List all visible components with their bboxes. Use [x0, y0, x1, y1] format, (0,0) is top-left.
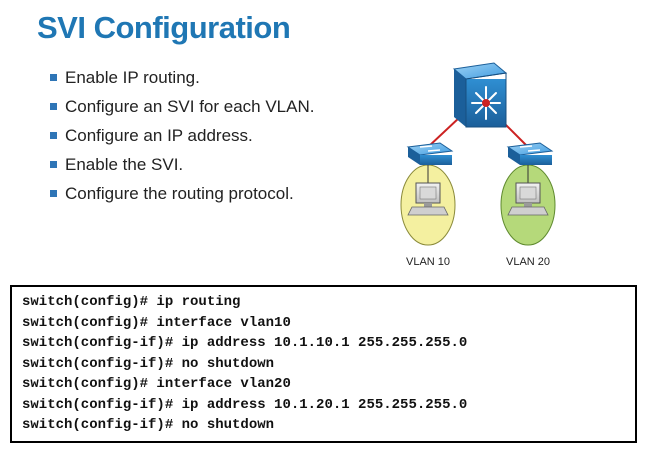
bullet-text: Configure the routing protocol. — [65, 184, 294, 203]
vlan-10-label: VLAN 10 — [406, 256, 450, 268]
bullet-item: Enable IP routing. — [50, 68, 320, 88]
bullet-list: Enable IP routing. Configure an SVI for … — [50, 68, 320, 213]
bullet-item: Configure the routing protocol. — [50, 184, 320, 204]
bullet-text: Configure an IP address. — [65, 126, 253, 145]
square-bullet-icon — [50, 103, 57, 110]
cli-config-box: switch(config)# ip routing switch(config… — [10, 285, 637, 443]
pc-right-icon — [507, 182, 549, 216]
multilayer-switch-icon — [452, 62, 508, 128]
uplink-left-line — [427, 116, 461, 148]
access-switch-left-icon — [406, 142, 454, 165]
bullet-item: Configure an IP address. — [50, 126, 320, 146]
network-diagram: VLAN 10 VLAN 20 — [400, 62, 556, 268]
cli-line: switch(config)# interface vlan10 — [22, 314, 291, 331]
cli-line: switch(config)# ip routing — [22, 294, 241, 310]
bullet-text: Enable the SVI. — [65, 155, 184, 174]
square-bullet-icon — [50, 161, 57, 168]
pc-left-icon — [407, 182, 449, 216]
cli-line: switch(config-if)# no shutdown — [22, 417, 275, 433]
cli-line: switch(config-if)# no shutdown — [22, 355, 275, 372]
bullet-item: Enable the SVI. — [50, 155, 320, 175]
square-bullet-icon — [50, 74, 57, 81]
bullet-text: Configure an SVI for each VLAN. — [65, 97, 315, 116]
access-switch-right-icon — [506, 142, 554, 165]
vlan-20-label: VLAN 20 — [506, 256, 550, 268]
cli-line: switch(config-if)# ip address 10.1.10.1 … — [22, 335, 468, 351]
cli-line: switch(config-if)# ip address 10.1.20.1 … — [22, 396, 468, 413]
bullet-item: Configure an SVI for each VLAN. — [50, 97, 320, 117]
square-bullet-icon — [50, 190, 57, 197]
square-bullet-icon — [50, 132, 57, 139]
bullet-text: Enable IP routing. — [65, 68, 200, 87]
cli-line: switch(config)# interface vlan20 — [22, 376, 291, 392]
page-title: SVI Configuration — [37, 10, 291, 45]
